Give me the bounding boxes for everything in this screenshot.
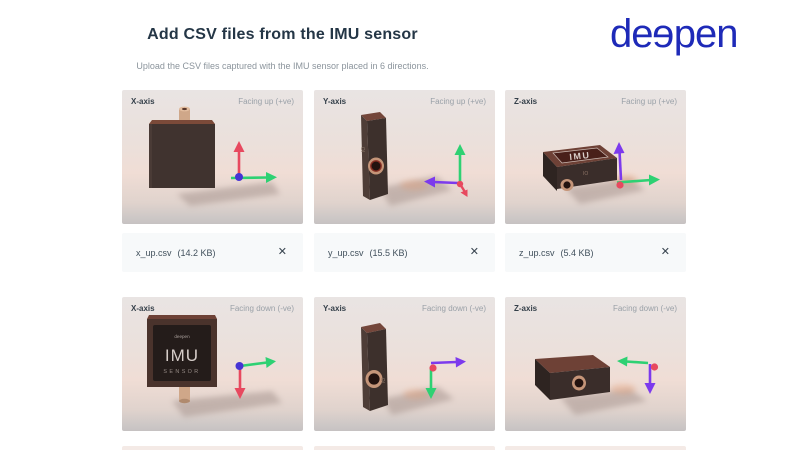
imu-plate-text: IMU <box>569 150 591 162</box>
axis-arrow-purple <box>618 150 623 181</box>
axis-label: X-axis <box>131 304 155 313</box>
axis-arrow-purple <box>430 360 458 365</box>
imu-box <box>535 355 610 400</box>
axis-label: Y-axis <box>323 304 347 313</box>
floor-shadow <box>177 182 280 206</box>
facing-label: Facing down (-ve) <box>612 304 677 313</box>
file-chip-label: y_up.csv (15.5 KB) <box>328 248 408 258</box>
imu-render-x-up <box>149 106 280 206</box>
label-imu-text: IMU <box>165 346 199 365</box>
axis-dot-red <box>616 181 624 189</box>
logo-text: de <box>610 12 653 56</box>
imu-box <box>149 106 215 188</box>
file-name: z_up.csv <box>519 247 555 258</box>
axis-triad <box>424 144 468 197</box>
imu-render-x-down: deepen IMU SENSOR <box>147 315 282 417</box>
io-text: IO <box>583 171 588 177</box>
file-size: (5.4 KB) <box>560 247 594 258</box>
io-text: IO <box>381 378 387 383</box>
floor-shadow <box>382 387 454 415</box>
imu-render-z-down <box>535 355 659 415</box>
imu-image-z-down: Z-axis Facing down (-ve) <box>505 297 686 431</box>
file-chip-x-up: x_up.csv (14.2 KB) ✕ <box>122 233 303 272</box>
file-name: y_up.csv <box>328 247 364 258</box>
file-size: (15.5 KB) <box>369 247 408 258</box>
imu-render-y-down: IO <box>361 323 466 415</box>
remove-file-button[interactable]: ✕ <box>660 246 670 258</box>
deepen-logo: deepen <box>610 6 780 62</box>
axis-dot-blue <box>235 362 244 370</box>
axis-label: Z-axis <box>514 304 538 313</box>
axis-dot-red <box>650 363 659 371</box>
logo-reversed-e: e <box>652 12 674 56</box>
label-deepen-text: deepen <box>174 334 190 339</box>
file-chip-partial <box>314 446 495 450</box>
file-chip-partial <box>505 446 686 450</box>
axis-triad <box>617 356 659 394</box>
facing-label: Facing up (+ve) <box>238 97 294 106</box>
axis-triad <box>230 141 277 183</box>
axis-label: X-axis <box>131 97 155 106</box>
axis-arrow-green <box>625 360 649 365</box>
floor-shadow <box>172 391 282 417</box>
page-title: Add CSV files from the IMU sensor <box>147 26 418 43</box>
file-chip-z-up: z_up.csv (5.4 KB) ✕ <box>505 233 686 272</box>
imu-image-y-down: IO Y-axis Facing down (-ve) <box>314 297 495 431</box>
page-subtitle: Upload the CSV files captured with the I… <box>136 61 429 71</box>
imu-render-y-up: IO <box>361 112 468 206</box>
remove-file-button[interactable]: ✕ <box>277 246 287 258</box>
imu-image-z-up: IMU IO Z-axis Facing up (+ve) <box>505 90 686 224</box>
remove-file-button[interactable]: ✕ <box>469 246 479 258</box>
file-size: (14.2 KB) <box>177 247 216 258</box>
file-chip-label: z_up.csv (5.4 KB) <box>519 248 594 258</box>
imu-box: IO <box>361 112 388 200</box>
axis-arrow-purple <box>432 180 459 185</box>
axis-triad <box>425 357 466 399</box>
axis-dot-red <box>429 364 437 372</box>
file-chip-partial <box>122 446 303 450</box>
file-name: x_up.csv <box>136 247 172 258</box>
file-chip-label: x_up.csv (14.2 KB) <box>136 248 216 258</box>
facing-label: Facing up (+ve) <box>621 97 677 106</box>
imu-box: deepen IMU SENSOR <box>147 315 217 404</box>
imu-render-z-up: IMU IO <box>543 142 660 204</box>
axis-dot-blue <box>235 173 243 181</box>
label-sensor-text: SENSOR <box>163 369 200 375</box>
axis-label: Y-axis <box>323 97 347 106</box>
facing-label: Facing down (-ve) <box>421 304 486 313</box>
axis-arrow-green <box>616 178 652 184</box>
facing-label: Facing up (+ve) <box>430 97 486 106</box>
axis-label: Z-axis <box>514 97 538 106</box>
axis-arrow-green <box>239 361 268 368</box>
file-chip-y-up: y_up.csv (15.5 KB) ✕ <box>314 233 495 272</box>
axis-triad <box>234 357 276 399</box>
imu-box: IMU IO <box>543 145 617 191</box>
io-text: IO <box>361 147 367 152</box>
imu-box: IO <box>361 323 388 411</box>
logo-text: pen <box>673 12 739 56</box>
imu-image-y-up: IO Y-axis Facing up (+ve) <box>314 90 495 224</box>
imu-image-x-down: deepen IMU SENSOR X-axis Facing down (-v… <box>122 297 303 431</box>
facing-label: Facing down (-ve) <box>229 304 294 313</box>
imu-image-x-up: X-axis Facing up (+ve) <box>122 90 303 224</box>
axis-triad <box>613 142 660 189</box>
